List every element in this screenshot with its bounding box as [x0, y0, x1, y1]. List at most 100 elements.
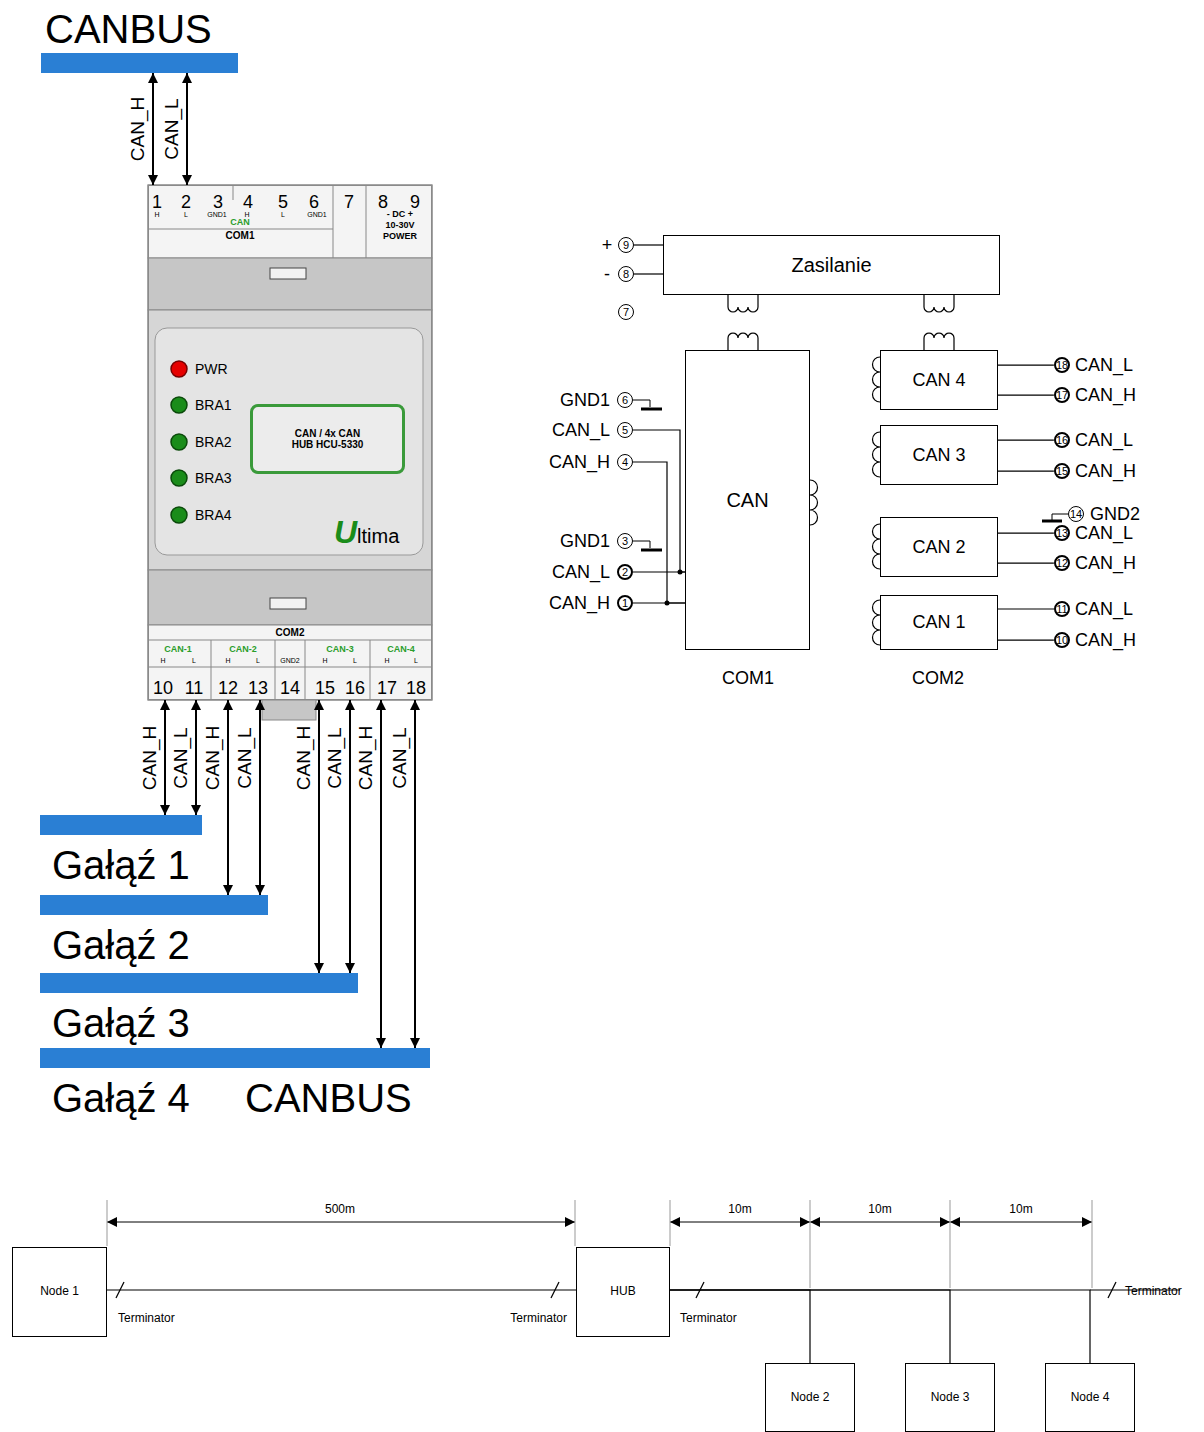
power-label: - DC +: [387, 210, 413, 219]
signal-arrow: [227, 700, 229, 895]
network-node: Node 3: [905, 1363, 995, 1432]
drawing-part: [148, 229, 333, 230]
dimension: 10m: [868, 1203, 891, 1215]
drawing-part: [148, 625, 432, 700]
power-label: 10-30V: [385, 221, 414, 230]
signal-name: CAN_L: [552, 563, 610, 581]
power-block: Zasilanie: [663, 235, 1000, 295]
terminal-number: 2: [181, 193, 191, 211]
node-name: Node 1: [40, 1285, 79, 1299]
pin-name: L: [192, 657, 196, 664]
drawing-part: [1042, 520, 1062, 523]
terminal-pin: 11: [1054, 601, 1070, 617]
pin-number: 11: [1056, 604, 1067, 615]
terminal-pin: 6: [617, 392, 633, 408]
brand-logo: Ultima: [334, 516, 399, 548]
terminal-pin: 1: [617, 595, 633, 611]
pin-name: H: [160, 657, 165, 664]
branch-name: Gałąź 2: [52, 923, 190, 967]
branch-name: CANBUS: [245, 1076, 412, 1120]
pin-number: 14: [1070, 509, 1082, 520]
terminal-pin: 5: [617, 422, 633, 438]
signal-name: CAN_L: [235, 727, 254, 788]
signal-arrow: [259, 700, 261, 895]
can-block: CAN 2: [880, 517, 998, 577]
terminal-number: 3: [213, 193, 223, 211]
terminal-pin: 9: [618, 237, 634, 253]
signal-name: CAN_H: [1075, 462, 1136, 480]
terminal-pin: 15: [1054, 463, 1070, 479]
bus-name: CANBUS: [45, 7, 212, 51]
wire: [998, 608, 1054, 609]
pin-number: 8: [623, 269, 629, 280]
pin-number: 18: [1056, 360, 1068, 371]
drawing-part: [148, 310, 432, 570]
pin-number: 4: [622, 457, 628, 468]
terminal-pin: 2: [617, 564, 633, 580]
signal-name: CAN_H: [1075, 386, 1136, 404]
terminal-number: 7: [344, 193, 354, 211]
drawing-part: [641, 549, 662, 552]
signal-name: CAN_L: [390, 727, 409, 788]
pin-number: 6: [622, 395, 628, 406]
signal-name: GND1: [560, 391, 610, 409]
pin-name: H: [154, 211, 159, 218]
drawing-part: [275, 640, 276, 700]
terminal-pin: 14: [1068, 506, 1084, 522]
port-name: CAN-1: [164, 645, 192, 654]
drawing-part: [148, 640, 432, 641]
wire: [107, 1289, 576, 1290]
pin-number: 17: [1056, 390, 1068, 401]
drawing-part: [171, 434, 187, 450]
signal-name: CAN_H: [1075, 554, 1136, 572]
terminal-number: 1: [152, 193, 162, 211]
branch-name: Gałąź 1: [52, 843, 190, 887]
signal-name: CAN_L: [325, 727, 344, 788]
terminator-label: Terminator: [118, 1312, 175, 1324]
wire: [670, 1290, 810, 1363]
wire: [670, 1290, 1090, 1363]
pin-name: H: [384, 657, 389, 664]
pin-number: 3: [622, 536, 628, 547]
terminal-number: 13: [248, 679, 268, 697]
drawing-part: [810, 1222, 950, 1223]
drawing-part: [155, 328, 423, 555]
terminal-pin: 3: [617, 533, 633, 549]
block-name: CAN: [726, 489, 768, 512]
module-label: CAN / 4x CAN HUB HCU-5330: [250, 404, 405, 474]
pin-number: 7: [623, 307, 629, 318]
signal-name: CAN_H: [549, 594, 610, 612]
pin-name: L: [256, 657, 260, 664]
drawing-part: [333, 185, 334, 258]
drawing-part: [873, 600, 881, 645]
led-label: BRA2: [195, 435, 232, 449]
signal-name: CAN_L: [1075, 524, 1133, 542]
wire: [633, 430, 685, 572]
wire: [998, 365, 1054, 366]
led-label: BRA1: [195, 398, 232, 412]
terminal-number: 17: [377, 679, 397, 697]
signal-name: CAN_L: [171, 727, 190, 788]
signal-name: GND1: [560, 532, 610, 550]
branch-bus: Gałąź 3: [40, 973, 358, 993]
node-name: Node 3: [931, 1391, 970, 1405]
power-label: POWER: [383, 232, 417, 241]
port-name: CAN-4: [387, 645, 415, 654]
pin-name: L: [281, 211, 285, 218]
terminal-number: 5: [278, 193, 288, 211]
pin-name: H: [244, 211, 249, 218]
drawing-part: [262, 700, 316, 720]
drawing-part: [670, 1222, 810, 1223]
led-label: BRA4: [195, 508, 232, 522]
signal-name: CAN_H: [140, 726, 159, 790]
terminator-label: Terminator: [680, 1312, 737, 1324]
drawing-part: [633, 400, 650, 407]
block-name: CAN 3: [912, 445, 965, 466]
pin-number: 12: [1056, 558, 1068, 569]
drawing-part: [1108, 1282, 1116, 1298]
pin-name: H: [225, 657, 230, 664]
drawing-part: [810, 1200, 811, 1288]
terminal-number: 9: [410, 193, 420, 211]
drawing-part: [873, 432, 881, 477]
